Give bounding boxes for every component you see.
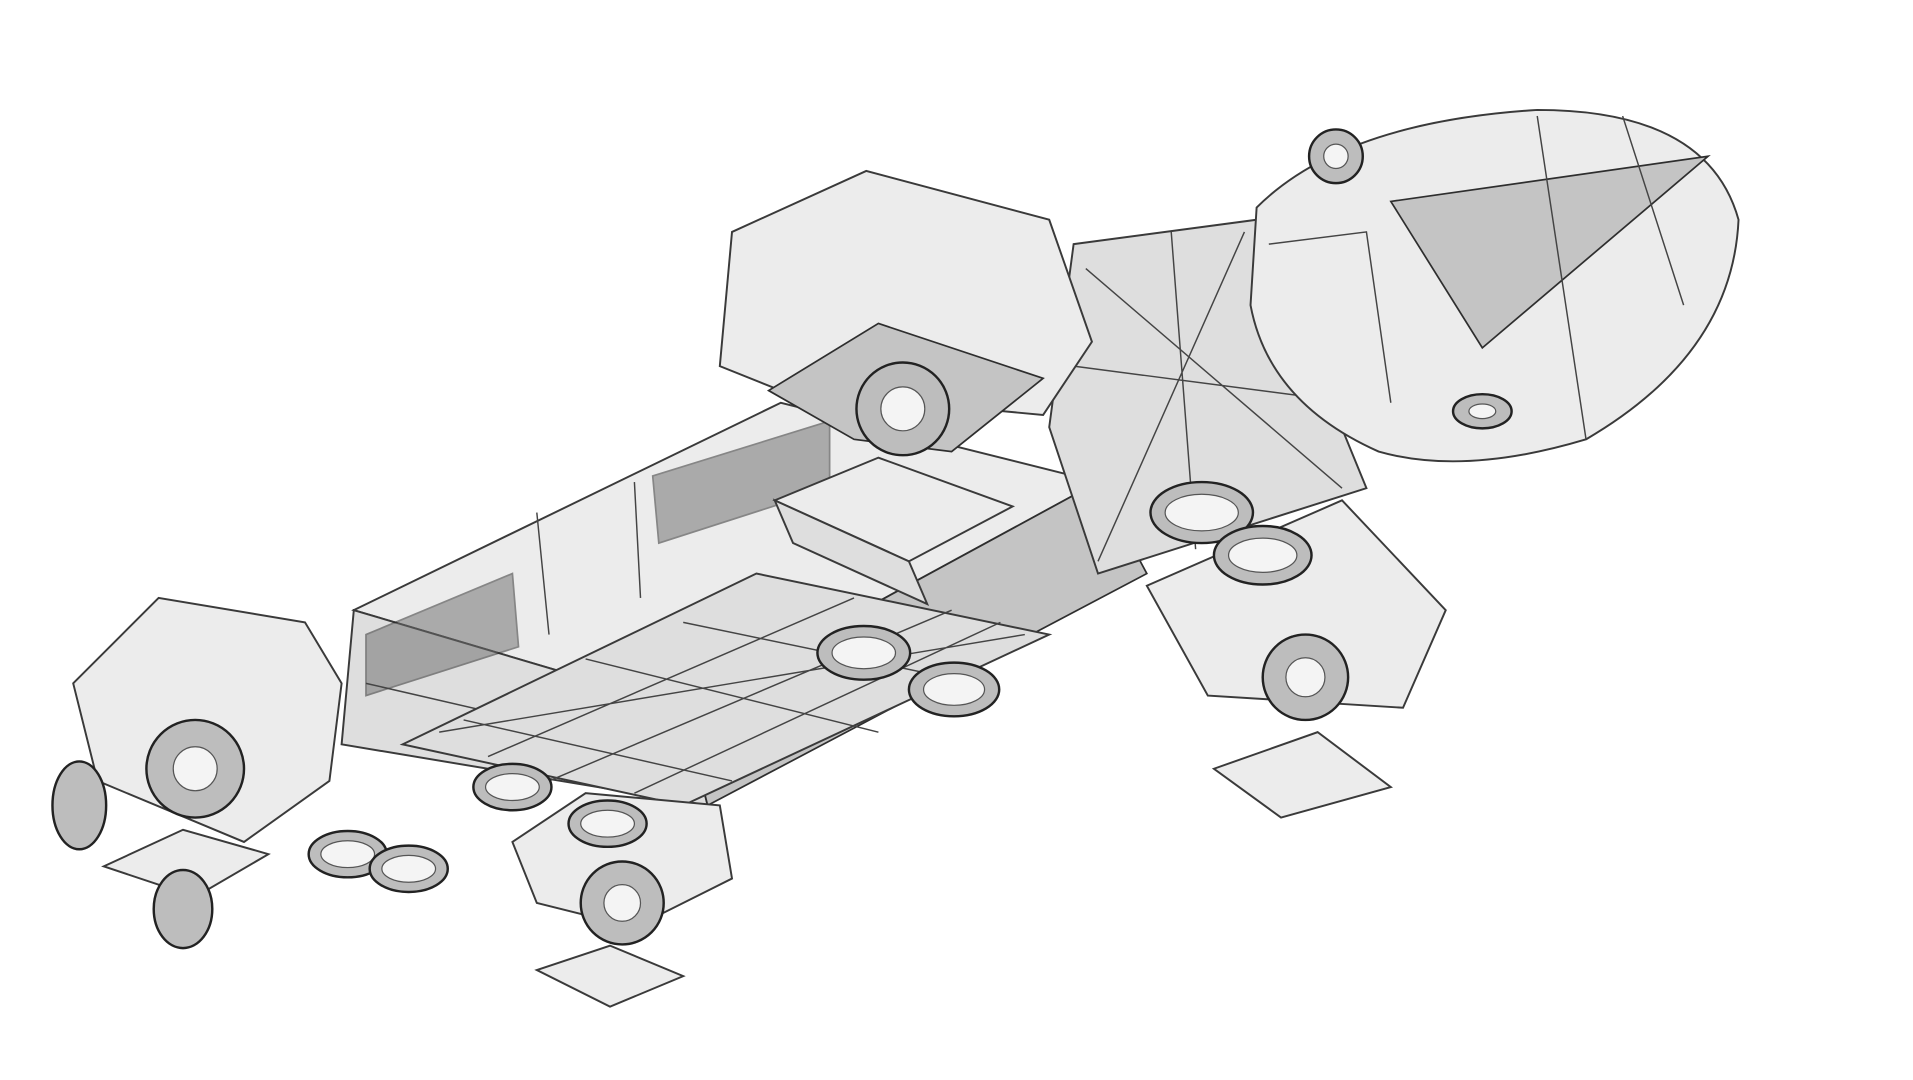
engine-bells xyxy=(51,480,1313,950)
command-module xyxy=(1249,108,1740,463)
pod-rear-upper xyxy=(72,596,343,898)
pod-front-lower xyxy=(1145,499,1447,819)
nose-cone xyxy=(1389,155,1711,350)
pod-rear-lower xyxy=(511,792,734,1008)
pod-front-upper xyxy=(718,169,1094,606)
